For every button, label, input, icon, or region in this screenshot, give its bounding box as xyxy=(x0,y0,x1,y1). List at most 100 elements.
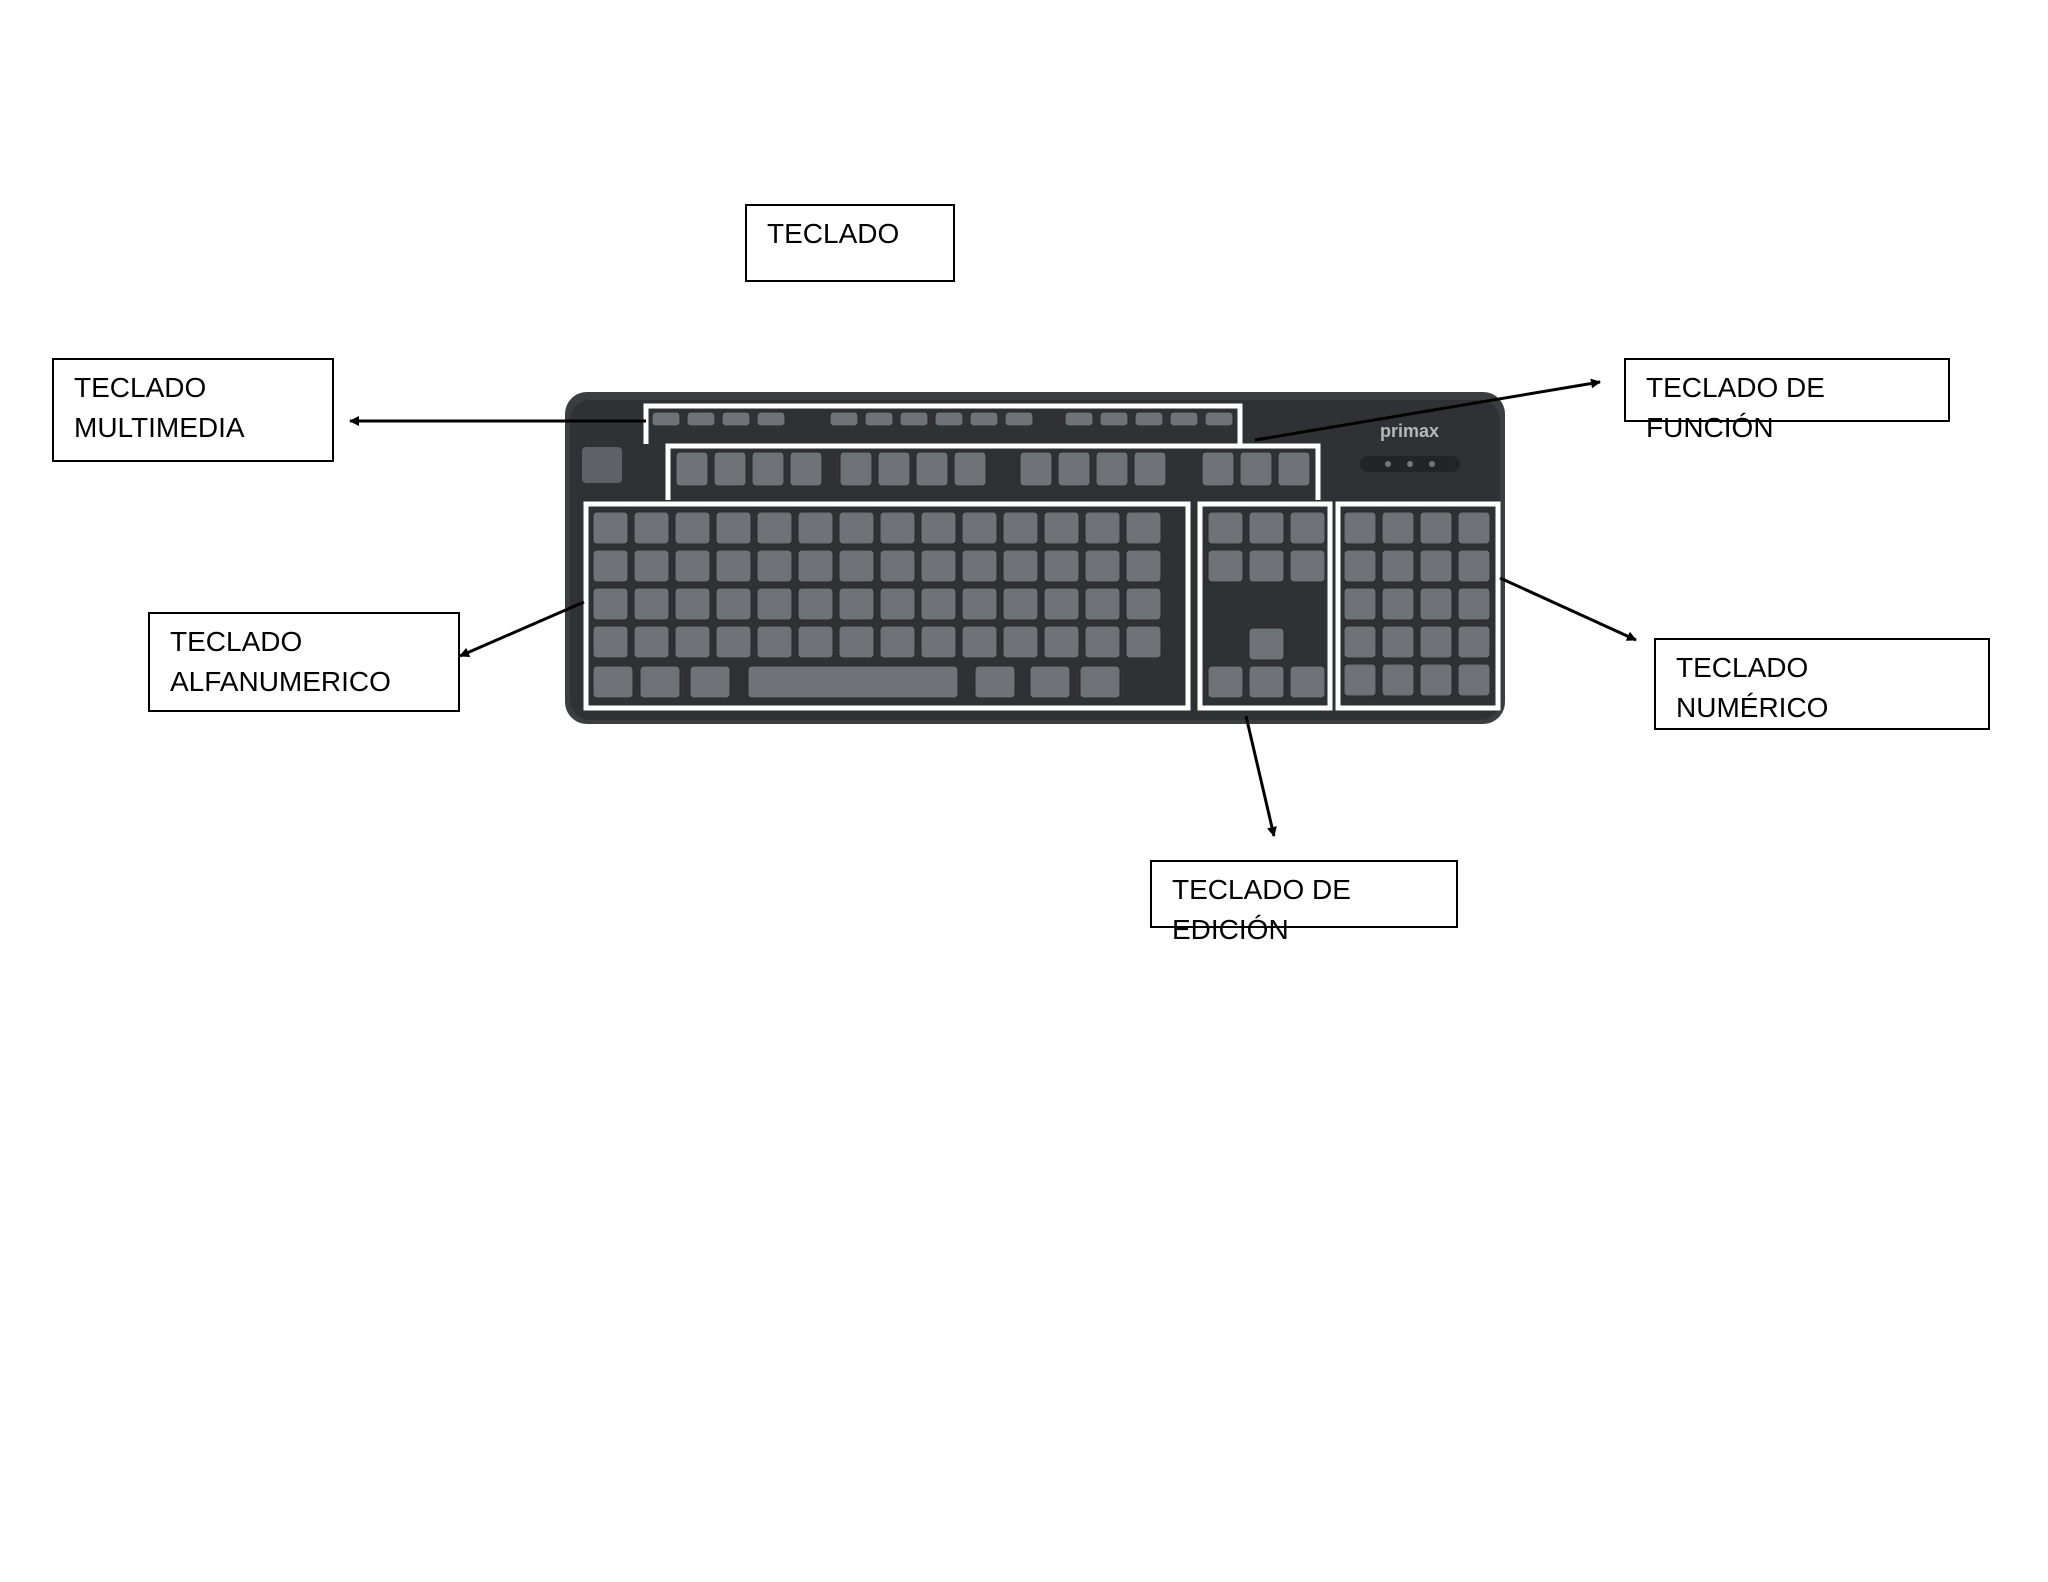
function-key xyxy=(713,451,747,487)
alpha-key xyxy=(633,511,670,545)
multimedia-key xyxy=(934,411,964,427)
alpha-key xyxy=(879,587,916,621)
alpha-key xyxy=(797,625,834,659)
alpha-key xyxy=(961,625,998,659)
alpha-key xyxy=(715,625,752,659)
label-teclado-edicion: TECLADO DE EDICIÓN xyxy=(1150,860,1458,945)
brand-logo: primax xyxy=(1380,421,1439,441)
numeric-keys xyxy=(1343,511,1491,697)
arrow-key xyxy=(1248,665,1285,699)
numeric-key xyxy=(1457,587,1491,621)
function-key xyxy=(1201,451,1235,487)
numeric-highlight xyxy=(1335,501,1501,711)
editing-key xyxy=(1207,549,1244,583)
function-key xyxy=(789,451,823,487)
arrow-edicion xyxy=(1244,715,1277,837)
multimedia-key xyxy=(721,411,751,427)
alpha-key xyxy=(1002,511,1039,545)
multimedia-key xyxy=(1204,411,1234,427)
editing-keys xyxy=(1207,511,1326,699)
alpha-key xyxy=(797,511,834,545)
multimedia-key xyxy=(864,411,894,427)
alpha-key xyxy=(1002,625,1039,659)
alpha-key xyxy=(1084,549,1121,583)
space-bar xyxy=(747,665,959,699)
multimedia-key xyxy=(1134,411,1164,427)
alpha-key xyxy=(592,549,629,583)
function-key xyxy=(839,451,873,487)
label-edicion-text: TECLADO DE EDICIÓN xyxy=(1172,874,1351,945)
alpha-key xyxy=(838,587,875,621)
multimedia-keys xyxy=(651,411,1234,427)
ctrl-key xyxy=(592,665,634,699)
label-multimedia-line2: MULTIMEDIA xyxy=(74,412,245,443)
arrow-funcion xyxy=(1254,378,1601,442)
alpha-key xyxy=(674,549,711,583)
alpha-key xyxy=(1125,549,1162,583)
arrow-numerico xyxy=(1499,576,1637,642)
label-numerico-text: TECLADO NUMÉRICO xyxy=(1676,652,1829,723)
alpha-key xyxy=(1002,549,1039,583)
alpha-key xyxy=(838,511,875,545)
alpha-key xyxy=(838,625,875,659)
alpha-key xyxy=(1043,587,1080,621)
alpha-key xyxy=(715,549,752,583)
function-key xyxy=(751,451,785,487)
alpha-key xyxy=(1125,511,1162,545)
numeric-key xyxy=(1381,663,1415,697)
arrow-alfanumerico xyxy=(459,600,585,658)
multimedia-key xyxy=(1169,411,1199,427)
alpha-key xyxy=(715,587,752,621)
alpha-key xyxy=(961,549,998,583)
ctrl-right-key xyxy=(1079,665,1121,699)
multimedia-key xyxy=(1099,411,1129,427)
numeric-key xyxy=(1381,625,1415,659)
function-key xyxy=(953,451,987,487)
alpha-key xyxy=(1125,625,1162,659)
alpha-key xyxy=(756,549,793,583)
numeric-key xyxy=(1343,663,1377,697)
alpha-key xyxy=(674,625,711,659)
alpha-key xyxy=(797,587,834,621)
function-key xyxy=(915,451,949,487)
multimedia-highlight xyxy=(643,403,1243,444)
label-teclado-numerico: TECLADO NUMÉRICO xyxy=(1654,638,1990,730)
alphanumeric-highlight xyxy=(583,501,1191,711)
alpha-key xyxy=(756,511,793,545)
numeric-key xyxy=(1419,663,1453,697)
label-teclado-alfanumerico: TECLADO ALFANUMERICO xyxy=(148,612,460,712)
multimedia-key xyxy=(969,411,999,427)
alpha-key xyxy=(920,625,957,659)
multimedia-key xyxy=(686,411,716,427)
alpha-key xyxy=(633,587,670,621)
esc-key xyxy=(582,447,622,483)
alpha-key xyxy=(920,549,957,583)
alpha-key xyxy=(1084,587,1121,621)
alpha-key xyxy=(1043,549,1080,583)
label-alfanumerico-line1: TECLADO xyxy=(170,626,303,657)
alpha-key xyxy=(1084,511,1121,545)
editing-key xyxy=(1248,549,1285,583)
alpha-key xyxy=(838,549,875,583)
label-multimedia-line1: TECLADO xyxy=(74,372,207,403)
function-key xyxy=(1057,451,1091,487)
alpha-key xyxy=(633,549,670,583)
function-key xyxy=(1277,451,1311,487)
arrow-key xyxy=(1289,665,1326,699)
win-key xyxy=(639,665,681,699)
numeric-key xyxy=(1457,511,1491,545)
alpha-key xyxy=(879,511,916,545)
function-key xyxy=(1133,451,1167,487)
function-key xyxy=(1239,451,1273,487)
label-teclado-multimedia: TECLADO MULTIMEDIA xyxy=(52,358,334,462)
multimedia-key xyxy=(1004,411,1034,427)
numeric-key xyxy=(1381,587,1415,621)
alpha-key xyxy=(715,511,752,545)
numeric-key xyxy=(1457,625,1491,659)
label-teclado-title: TECLADO xyxy=(745,204,955,282)
function-highlight xyxy=(665,443,1321,500)
alpha-key xyxy=(756,587,793,621)
label-teclado-funcion: TECLADO DE FUNCIÓN xyxy=(1624,358,1950,443)
alpha-key xyxy=(1002,587,1039,621)
